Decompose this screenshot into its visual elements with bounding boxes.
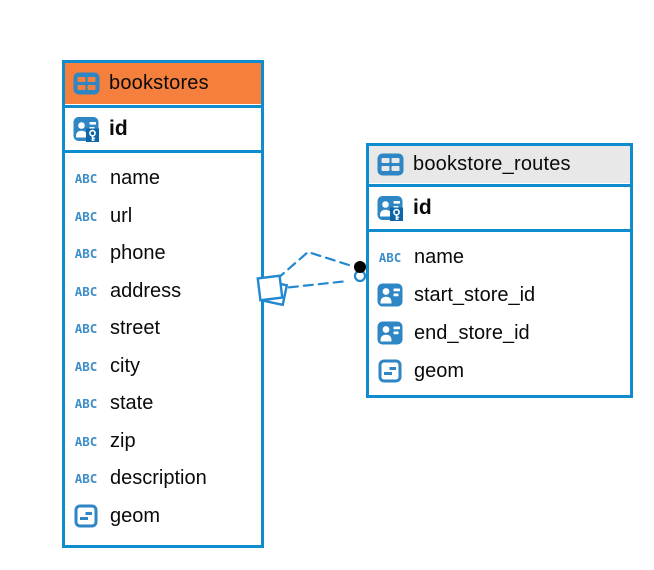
person-card-key-icon: [72, 116, 100, 142]
column-row[interactable]: ABC zip: [65, 423, 261, 461]
table-bookstores[interactable]: bookstores id ABC: [62, 60, 264, 548]
geometry-type-icon: [72, 504, 100, 528]
text-type-icon: ABC: [74, 396, 98, 412]
table-title: bookstores: [109, 72, 209, 94]
text-type-icon: ABC: [74, 358, 98, 374]
text-type-icon: ABC: [74, 171, 98, 187]
column-name: end_store_id: [414, 321, 530, 344]
reference-type-icon: [376, 321, 404, 345]
column-row[interactable]: geom: [369, 352, 630, 390]
column-name: id: [413, 196, 432, 219]
table-grid-icon: [376, 153, 404, 176]
column-name: name: [414, 245, 465, 268]
relationship-line[interactable]: [275, 250, 354, 281]
person-card-key-icon: [376, 195, 404, 221]
column-row[interactable]: ABC url: [65, 198, 261, 236]
reference-type-icon: [376, 283, 404, 307]
column-name: state: [110, 392, 154, 415]
column-row[interactable]: ABC name: [369, 238, 630, 276]
column-row[interactable]: ABC state: [65, 385, 261, 423]
column-row[interactable]: start_store_id: [369, 276, 630, 314]
column-name: zip: [110, 429, 136, 452]
text-type-icon: ABC: [74, 321, 98, 337]
text-type-icon: ABC: [74, 208, 98, 224]
text-type-icon: ABC: [74, 471, 98, 487]
text-type-icon: ABC: [74, 246, 98, 262]
text-type-icon: ABC: [378, 249, 402, 265]
column-name: phone: [110, 242, 166, 265]
primary-key-divider: [369, 229, 630, 232]
column-row[interactable]: ABC name: [65, 160, 261, 198]
column-row[interactable]: ABC phone: [65, 235, 261, 273]
column-row[interactable]: ABC street: [65, 310, 261, 348]
column-name: url: [110, 204, 133, 227]
column-name: description: [110, 467, 207, 490]
column-name: city: [110, 354, 140, 377]
column-name: name: [110, 167, 161, 190]
dot-marker: [353, 261, 367, 283]
column-name: geom: [110, 504, 161, 527]
column-row[interactable]: geom: [65, 498, 261, 536]
primary-key-row[interactable]: id: [369, 187, 630, 229]
table-bookstore-routes[interactable]: bookstore_routes id: [366, 143, 633, 398]
header-divider: [369, 184, 630, 187]
column-row[interactable]: ABC description: [65, 460, 261, 498]
column-name: id: [109, 117, 128, 140]
column-row[interactable]: ABC city: [65, 348, 261, 386]
header-divider: [65, 105, 261, 108]
primary-key-row[interactable]: id: [65, 108, 261, 150]
column-name: geom: [414, 359, 465, 382]
relationship-line[interactable]: [272, 279, 350, 291]
geometry-type-icon: [376, 359, 404, 383]
table-grid-icon: [72, 72, 100, 95]
column-name: address: [110, 279, 182, 302]
column-name: street: [110, 317, 161, 340]
column-list: ABC name start_store_id end_store_id geo…: [369, 232, 630, 390]
primary-key-divider: [65, 150, 261, 153]
table-header[interactable]: bookstores: [65, 63, 261, 104]
column-name: start_store_id: [414, 283, 536, 306]
text-type-icon: ABC: [74, 433, 98, 449]
table-title: bookstore_routes: [413, 153, 571, 175]
column-list: ABC name ABC url ABC phone ABC address A…: [65, 153, 261, 535]
table-header[interactable]: bookstore_routes: [369, 146, 630, 183]
column-row[interactable]: ABC address: [65, 273, 261, 311]
text-type-icon: ABC: [74, 283, 98, 299]
column-row[interactable]: end_store_id: [369, 314, 630, 352]
